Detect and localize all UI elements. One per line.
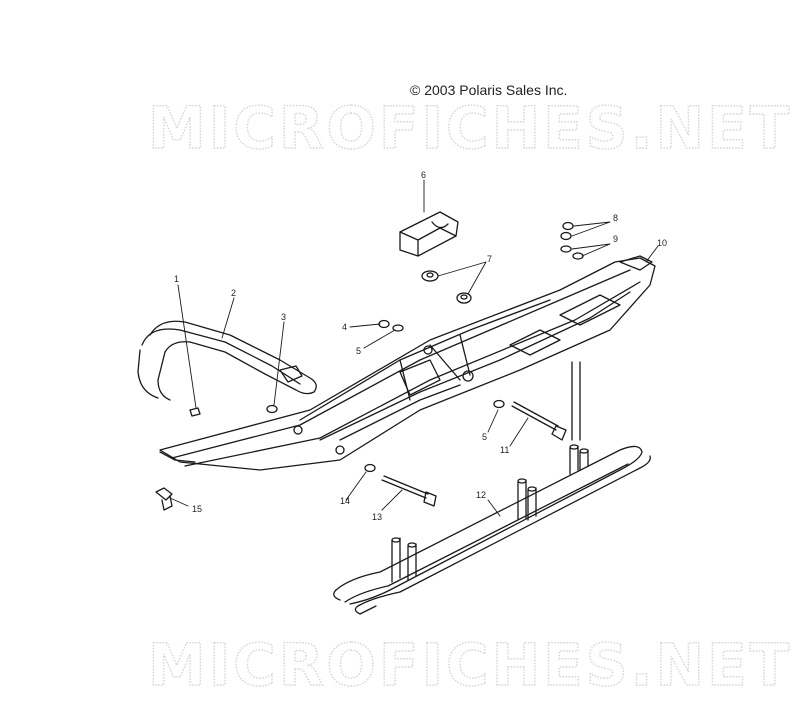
callout-7: 7 [487, 254, 492, 264]
bolt-11 [511, 401, 567, 441]
washer-14 [364, 463, 376, 473]
callout-14: 14 [340, 496, 350, 506]
nut-8b [560, 231, 572, 241]
callout-5-lower: 5 [482, 432, 487, 442]
callout-13: 13 [372, 512, 382, 522]
callout-labels: 1 2 3 4 5 5 6 7 8 9 10 11 12 13 14 15 [174, 170, 667, 522]
watermark-top: MICROFICHES.NET [148, 94, 792, 162]
nut-4 [378, 319, 390, 329]
washer-9b [572, 252, 584, 260]
callout-11: 11 [500, 445, 509, 455]
callout-1: 1 [174, 274, 179, 284]
callout-10: 10 [657, 238, 667, 248]
nut-8a [562, 221, 574, 231]
callout-5-upper: 5 [356, 346, 361, 356]
bolt-13 [381, 475, 437, 507]
bolt-15 [155, 487, 173, 511]
callout-8: 8 [613, 213, 618, 223]
copyright-notice: © 2003 Polaris Sales Inc. [410, 82, 568, 98]
washer-3 [266, 404, 278, 414]
clip [189, 407, 201, 417]
ski-body [159, 255, 656, 471]
wear-pad [399, 211, 459, 257]
washer-9a [560, 245, 572, 253]
callout-9: 9 [613, 234, 618, 244]
washer-5-lower [493, 399, 505, 409]
leader-lines [169, 179, 659, 517]
wear-bar [333, 444, 651, 615]
ski-handle [137, 320, 317, 401]
watermark-bottom: MICROFICHES.NET [148, 631, 792, 699]
callout-6: 6 [421, 170, 426, 180]
callout-15: 15 [192, 504, 202, 514]
bushing-lower [456, 292, 472, 304]
callout-4: 4 [342, 322, 347, 332]
callout-12: 12 [476, 490, 486, 500]
callout-2: 2 [231, 288, 236, 298]
washer-5 [392, 324, 404, 332]
callout-3: 3 [281, 312, 286, 322]
